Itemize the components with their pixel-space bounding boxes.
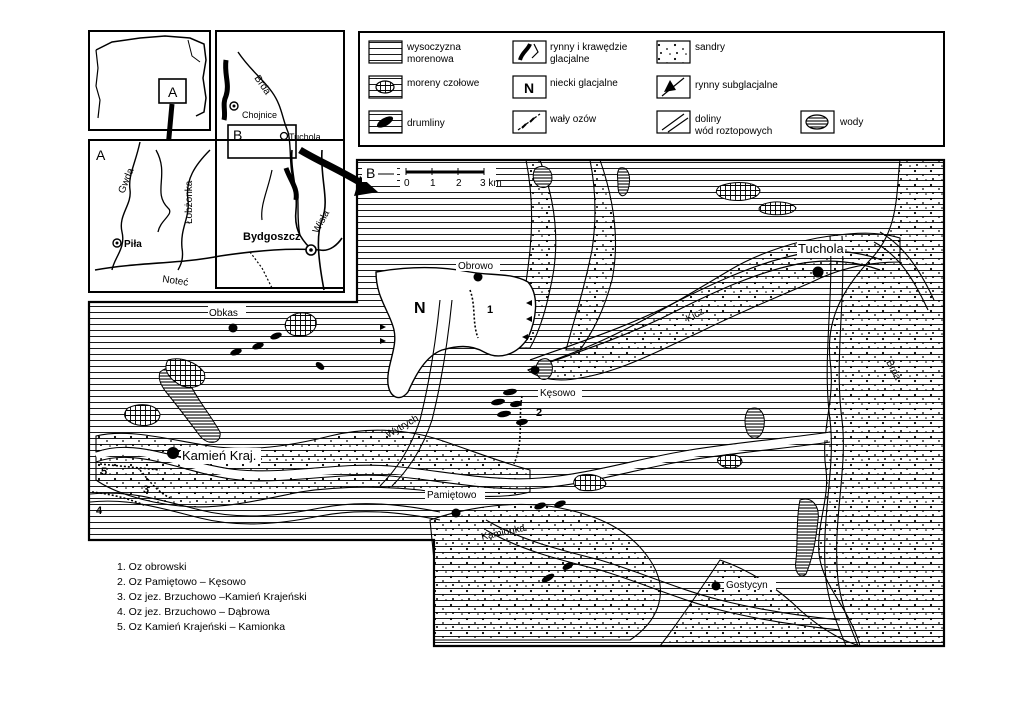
town-kesowo-marker [530,365,540,375]
oz-number-2: 2 [536,407,542,419]
river-brda-a [290,149,311,249]
inset-b-frame [215,30,345,289]
lake-chain-north [221,59,230,121]
main-map-frame [87,158,946,648]
city-tuchola-marker-b [279,131,289,141]
main-map: N [87,158,946,648]
town-obrowo-label: Obrowo [458,261,493,272]
oz-list-item-3: 3. Oz jez. Brzuchowo –Kamień Krajeński [117,591,307,603]
oz-list-item-2: 2. Oz Pamiętowo – Kęsowo [117,576,246,588]
legend: wysoczyzna morenowa moreny czołowe druml… [358,31,945,147]
inset-a-locator-box [158,78,187,104]
coastline [95,35,207,117]
drumlins [230,332,574,583]
terminal-moraines [124,182,797,492]
towns: Obrowo Tuchola Obkas Kęsowo Kamień Kraj.… [167,241,845,591]
scale-tick-1: 1 [430,178,436,189]
legend-rynny-krawedzie-line1: rynny i krawędzie [550,42,628,53]
inset-b-locator-label: B [233,127,242,143]
inset-a-locator-label: A [168,84,178,100]
scale-tick-2: 2 [456,178,462,189]
river-lobzonka [177,149,211,271]
label-lobzonka: Łobżonka [184,180,195,224]
oz-number-1: 1 [487,304,493,316]
legend-wysoczyzna-line2: morenowa [407,54,454,65]
oz-number-5: 5 [101,466,107,478]
town-obkas-label: Obkas [209,308,238,319]
oz-number-3: 3 [143,484,149,496]
legend-niecki-label: niecki glacjalne [550,78,618,89]
town-tuchola-marker [812,266,824,278]
town-obkas-marker [228,323,238,333]
scale-bar: 0 1 2 3 km [400,168,502,189]
main-map-label: B [366,165,375,181]
oz-ridges [91,289,523,507]
town-kamien-marker [167,447,179,459]
town-tuchola-label: Tuchola [798,241,845,256]
oz-list-item-4: 4. Oz jez. Brzuchowo – Dąbrowa [117,606,270,618]
glacial-basin-n [375,266,537,399]
inset-a-label: A [96,147,106,163]
inset-overview-frame [88,30,211,131]
inset-overview: A [88,30,211,157]
scale-tick-3: 3 km [480,178,502,189]
legend-niecki-symbol: N [524,80,534,96]
town-pamietowo-marker [451,508,461,518]
label-bydgoszcz: Bydgoszcz [243,231,301,243]
lakes [158,165,819,577]
legend-rynny-krawedzie-line2: glacjalne [550,54,590,65]
town-obrowo-marker [473,272,483,282]
inset-b-locator-box [227,124,297,159]
town-kamien-label: Kamień Kraj. [182,448,256,463]
meltwater-valleys [89,231,935,647]
river-gwda [111,141,141,271]
label-pila: Piła [124,239,142,250]
legend-swatch-waly [512,110,547,134]
label-brda-b: Brda [252,73,273,97]
label-chojnice: Chojnice [242,110,277,120]
legend-frame [358,31,945,147]
label-tuchola-b: Tuchola [289,132,321,142]
oz-number-4: 4 [96,505,103,517]
legend-moreny-label: moreny czołowe [407,78,480,89]
oz-list-item-1: 1. Oz obrowski [117,561,187,573]
oz-list: 1. Oz obrowski 2. Oz Pamiętowo – Kęsowo … [117,560,307,635]
legend-swatch-niecki [512,75,547,99]
scale-tick-0: 0 [404,178,410,189]
town-kesowo-label: Kęsowo [540,388,576,399]
legend-drumliny-label: drumliny [407,118,445,129]
legend-rynny-sub-label: rynny subglacjalne [695,80,778,91]
town-pamietowo-label: Pamiętowo [427,490,477,501]
legend-swatch-wysoczyzna [368,40,403,64]
legend-swatch-sandry [656,40,691,64]
town-gostycyn-marker [711,581,721,591]
oz-list-item-5: 5. Oz Kamień Krajeński – Kamionka [117,621,286,633]
basin-edge-ticks [380,300,532,344]
town-gostycyn-label: Gostycyn [726,580,768,591]
basin-n-label: N [414,300,426,317]
legend-wysoczyzna-line1: wysoczyzna [406,42,461,53]
legend-waly-label: wały ozów [549,114,597,125]
legend-sandry-label: sandry [695,42,725,53]
legend-doliny-line2: wód roztopowych [694,126,772,137]
legend-doliny-line1: doliny [695,114,721,125]
river-wisla [317,149,326,291]
label-notec: Noteć [162,274,189,289]
river-notec [94,237,343,271]
legend-wody-label: wody [839,117,863,128]
